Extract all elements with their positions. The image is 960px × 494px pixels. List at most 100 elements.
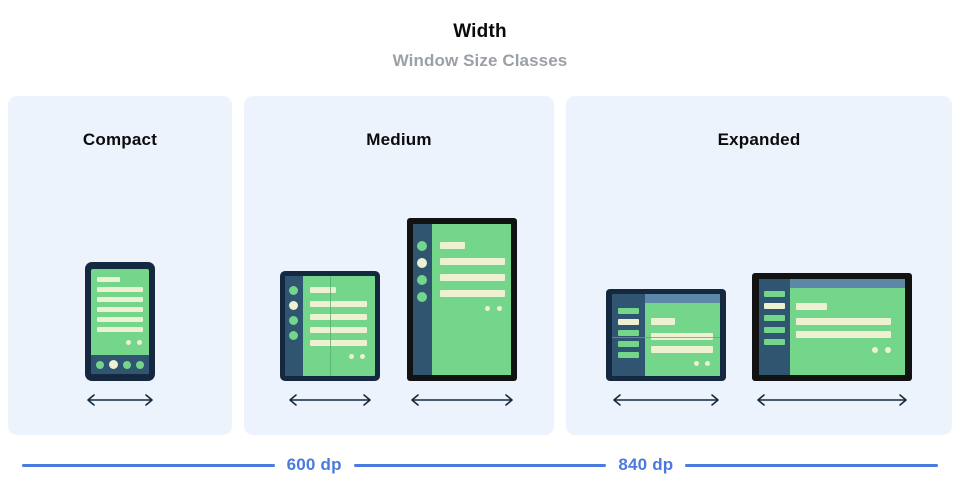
measure-label-600dp: 600 dp (286, 455, 342, 474)
content-bar (796, 318, 891, 325)
navbar-dot (136, 361, 144, 369)
rail-dot (417, 292, 427, 302)
tablet-landscape-screen (759, 279, 905, 375)
rail-dot (289, 316, 298, 325)
navigation-rail (285, 276, 303, 376)
content-dot (126, 340, 131, 345)
content-bar (440, 290, 505, 297)
foldable-screen (285, 276, 375, 376)
drawer-item (764, 339, 785, 345)
rail-dot (417, 241, 427, 251)
width-arrow-icon (613, 394, 719, 406)
device-group-expanded (566, 273, 952, 407)
page-subtitle: Window Size Classes (392, 50, 568, 70)
device-phone-portrait (85, 262, 155, 381)
drawer-item (764, 327, 785, 333)
panel-medium: Medium (244, 96, 554, 435)
rail-dot-selected (417, 258, 427, 268)
device-col-tablet-portrait (406, 218, 518, 407)
content-bar (440, 274, 505, 281)
content-bar (651, 346, 713, 353)
navbar-dot (123, 361, 131, 369)
measure-rule-expanded (685, 463, 938, 467)
width-arrow-icon (757, 394, 907, 406)
navigation-rail (413, 224, 432, 375)
fold-crease (330, 276, 331, 376)
navigation-drawer (759, 279, 790, 375)
content-bar (310, 314, 367, 320)
content-bar (97, 297, 143, 302)
content-bar (440, 242, 465, 249)
device-tablet-portrait (407, 218, 517, 381)
device-col-foldable-portrait (280, 271, 380, 407)
page-header: Width Window Size Classes (0, 0, 960, 71)
navbar-dot (96, 361, 104, 369)
drawer-item-selected (764, 303, 785, 309)
measure-rule-medium (353, 463, 607, 467)
drawer-item-selected (618, 319, 639, 325)
drawer-item (618, 330, 639, 336)
content-dot (705, 361, 710, 366)
top-app-bar (645, 294, 720, 303)
content-dot (485, 306, 490, 311)
size-class-panels: Compact (8, 96, 952, 435)
width-arrow-icon (411, 394, 513, 406)
content-dot (137, 340, 142, 345)
device-col-foldable-landscape (606, 289, 726, 407)
measure-label-840dp: 840 dp (618, 455, 674, 474)
measure-rule-compact (22, 463, 275, 467)
content-bar (796, 331, 891, 338)
top-app-bar (790, 279, 905, 288)
content-bar (97, 327, 143, 332)
drawer-item (618, 341, 639, 347)
content-bar (97, 317, 143, 322)
content-bar (310, 287, 336, 293)
drawer-item (618, 352, 639, 358)
content-bar (651, 333, 713, 340)
drawer-item (764, 315, 785, 321)
content-dot (349, 354, 354, 359)
content-bar (651, 318, 675, 325)
panel-title-expanded: Expanded (717, 130, 801, 149)
content-dot (872, 347, 878, 353)
content-dot (360, 354, 365, 359)
navigation-drawer (612, 294, 645, 376)
content-bar (440, 258, 505, 265)
content-dot (885, 347, 891, 353)
device-foldable-unfolded (280, 271, 380, 381)
content-bar (310, 340, 367, 346)
panel-compact: Compact (8, 96, 232, 435)
drawer-item (764, 291, 785, 297)
rail-dot (289, 331, 298, 340)
width-arrow-icon (289, 394, 371, 406)
tablet-portrait-screen (413, 224, 511, 375)
panel-title-compact: Compact (82, 130, 158, 149)
content-bar (97, 307, 143, 312)
panel-title-medium: Medium (366, 130, 432, 149)
panel-expanded: Expanded (566, 96, 952, 435)
device-foldable-landscape (606, 289, 726, 381)
page-title: Width (453, 21, 507, 42)
content-bar (796, 303, 827, 310)
width-arrow-icon (87, 394, 153, 406)
rail-dot-selected (289, 301, 298, 310)
foldable-landscape-screen (612, 294, 720, 376)
phone-bottom-navbar (91, 355, 149, 374)
rail-dot (417, 275, 427, 285)
navbar-dot-selected (109, 360, 118, 369)
device-col-phone (82, 262, 158, 407)
breakpoint-measures: 600 dp 840 dp (0, 454, 960, 476)
drawer-item (618, 308, 639, 314)
device-group-compact (8, 262, 232, 407)
content-bar (97, 277, 120, 282)
rail-dot (289, 286, 298, 295)
phone-screen (91, 269, 149, 374)
device-group-medium (244, 218, 554, 407)
content-bar (310, 301, 367, 307)
content-bar (97, 287, 143, 292)
fold-crease (612, 337, 720, 338)
content-bar (310, 327, 367, 333)
content-dot (694, 361, 699, 366)
content-dot (497, 306, 502, 311)
device-col-tablet-landscape (752, 273, 912, 407)
